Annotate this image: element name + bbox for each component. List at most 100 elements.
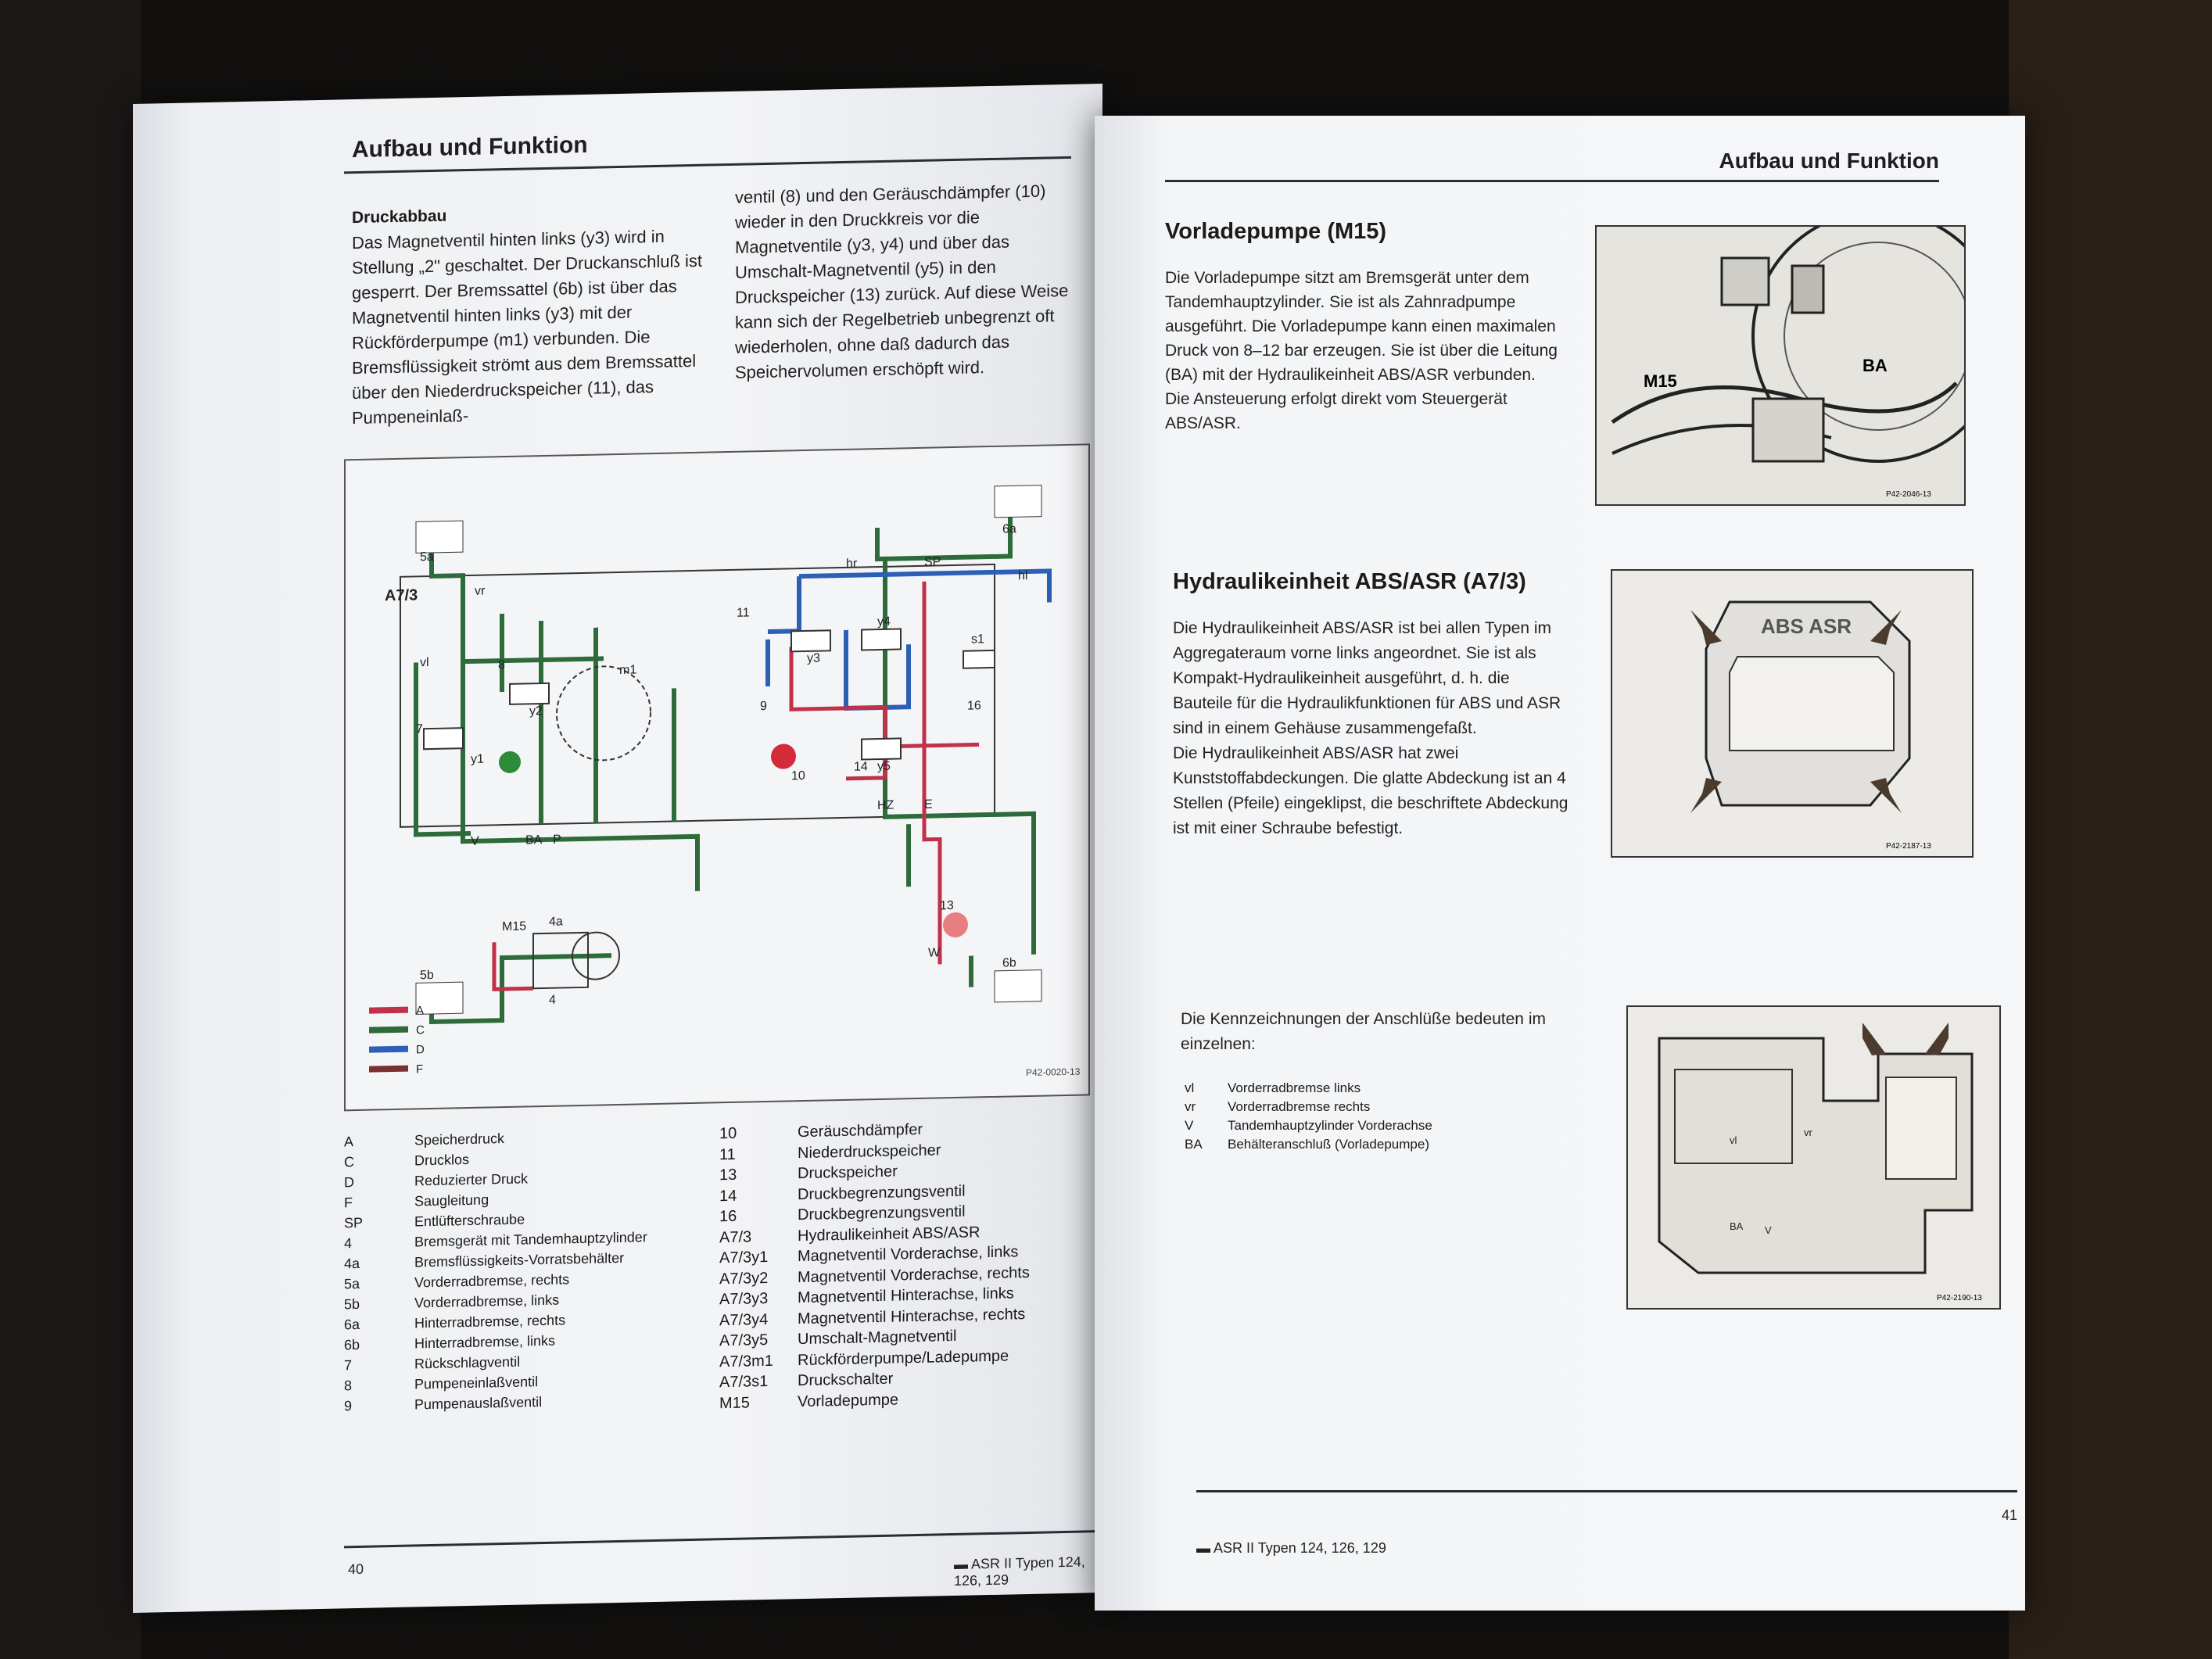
svg-text:P42-2190-13: P42-2190-13 — [1937, 1294, 1982, 1302]
svg-text:y5: y5 — [877, 760, 891, 773]
damper-10-left — [499, 751, 521, 773]
svg-text:V: V — [1765, 1224, 1772, 1236]
photo-vorladepumpe: M15 BA P42-2046-13 — [1595, 225, 1966, 506]
hydraulic-diagram: 5a 6a A7/3 vr hr SP hl vl y1 y2 y3 y4 y5… — [344, 443, 1090, 1112]
left-col1-text: Das Magnetventil hinten links (y3) wird … — [352, 226, 703, 428]
svg-text:4: 4 — [549, 994, 556, 1007]
svg-text:F: F — [416, 1062, 423, 1076]
footer-left: ▬ ASR II Typen 124, 126, 129 — [954, 1553, 1085, 1589]
photo-hydraulikeinheit: ABS ASR P42-2187-13 — [1611, 569, 1974, 858]
svg-text:BA: BA — [1862, 356, 1888, 375]
svg-text:16: 16 — [967, 699, 981, 712]
caliper-5b — [415, 981, 464, 1015]
page-number-left: 40 — [348, 1560, 364, 1578]
svg-text:7: 7 — [416, 722, 423, 736]
caliper-6a — [994, 485, 1042, 518]
sec2-text2: Die Hydraulikeinheit ABS/ASR hat zwei Ku… — [1173, 744, 1568, 837]
svg-text:14: 14 — [854, 760, 868, 773]
right-page-header: Aufbau und Funktion — [1719, 149, 1940, 173]
sec3-text: Die Kennzeichnungen der Anschlüße bedeut… — [1181, 1010, 1546, 1053]
diagram-ref-code: P42-0020-13 — [1026, 1066, 1081, 1078]
svg-text:P: P — [553, 833, 561, 847]
svg-text:A: A — [416, 1004, 424, 1017]
arrow-icons — [1862, 1023, 1948, 1055]
svg-text:hl: hl — [1018, 569, 1027, 582]
caliper-5a — [415, 520, 464, 554]
left-col2: ventil (8) und den Geräuschdämpfer (10) … — [735, 178, 1079, 385]
sec2-title: Hydraulikeinheit ABS/ASR (A7/3) — [1173, 569, 1526, 594]
svg-text:y4: y4 — [877, 615, 891, 629]
svg-text:C: C — [416, 1023, 425, 1037]
svg-text:E: E — [924, 798, 933, 812]
svg-text:W: W — [928, 946, 941, 959]
photo-anschluesse: vl vr BA V P42-2190-13 — [1626, 1005, 2001, 1310]
left-col1: Druckabbau Das Magnetventil hinten links… — [352, 201, 719, 431]
car-icon: ▬ — [1196, 1540, 1210, 1556]
right-page: Aufbau und Funktion Vorladepumpe (M15) D… — [1095, 116, 2025, 1611]
footer-right: ▬ ASR II Typen 124, 126, 129 — [1196, 1540, 1386, 1556]
svg-text:9: 9 — [760, 700, 767, 713]
svg-text:D: D — [416, 1043, 425, 1056]
arrow-icons — [1690, 610, 1902, 813]
caliper-6b — [994, 969, 1042, 1003]
valves — [423, 628, 995, 761]
page-number-right: 41 — [2002, 1507, 2018, 1523]
svg-text:6a: 6a — [1002, 522, 1016, 536]
svg-text:6b: 6b — [1002, 956, 1016, 969]
svg-text:m1: m1 — [619, 663, 636, 676]
svg-text:y2: y2 — [529, 704, 543, 718]
svg-text:M15: M15 — [502, 919, 526, 933]
header-rule — [1165, 180, 1939, 182]
svg-text:vr: vr — [475, 585, 486, 598]
footer-rule — [344, 1530, 1102, 1549]
damper-10-right — [771, 744, 796, 769]
svg-text:A7/3: A7/3 — [385, 586, 418, 604]
svg-text:hr: hr — [846, 557, 858, 571]
svg-text:y1: y1 — [471, 753, 484, 766]
footer-rule — [1196, 1490, 2017, 1492]
lines-red — [492, 581, 979, 991]
svg-text:5b: 5b — [420, 969, 434, 982]
svg-text:P42-2046-13: P42-2046-13 — [1886, 490, 1931, 499]
svg-text:10: 10 — [791, 769, 805, 783]
svg-text:M15: M15 — [1644, 371, 1677, 391]
sec1-title: Vorladepumpe (M15) — [1165, 219, 1387, 244]
svg-text:P42-2187-13: P42-2187-13 — [1886, 842, 1931, 851]
svg-text:vl: vl — [1730, 1134, 1737, 1146]
sec2-text: Die Hydraulikeinheit ABS/ASR ist bei all… — [1173, 616, 1572, 841]
svg-text:HZ: HZ — [877, 799, 894, 812]
svg-text:s1: s1 — [971, 632, 984, 646]
line-legend: A C D F — [369, 1004, 425, 1076]
photo3-svg: vl vr BA V P42-2190-13 — [1628, 1007, 1999, 1308]
hydraulic-diagram-svg: 5a 6a A7/3 vr hr SP hl vl y1 y2 y3 y4 y5… — [369, 485, 1081, 1078]
svg-text:11: 11 — [737, 606, 750, 619]
car-icon: ▬ — [954, 1556, 968, 1572]
a73-outline — [400, 563, 995, 828]
svg-text:vl: vl — [420, 656, 429, 669]
left-col2-text: ventil (8) und den Geräuschdämpfer (10) … — [735, 181, 1069, 382]
photo2-svg: ABS ASR P42-2187-13 — [1612, 571, 1972, 856]
svg-text:4a: 4a — [549, 915, 563, 928]
svg-text:BA: BA — [525, 833, 543, 847]
photo1-svg: M15 BA P42-2046-13 — [1597, 227, 1964, 504]
svg-text:BA: BA — [1730, 1220, 1744, 1232]
background-right — [2009, 0, 2212, 1659]
pump-m1 — [556, 665, 651, 761]
diagram-labels: 5a 6a A7/3 vr hr SP hl vl y1 y2 y3 y4 y5… — [385, 522, 1027, 1007]
svg-text:ABS ASR: ABS ASR — [1761, 615, 1852, 638]
sec2-text1: Die Hydraulikeinheit ABS/ASR ist bei all… — [1173, 619, 1561, 737]
left-page: Aufbau und Funktion Druckabbau Das Magne… — [133, 84, 1102, 1613]
svg-text:y3: y3 — [807, 652, 820, 665]
background-left — [0, 0, 141, 1659]
accumulator-13 — [943, 912, 968, 937]
svg-text:vr: vr — [1804, 1127, 1813, 1138]
sec1-text: Die Vorladepumpe sitzt am Bremsgerät unt… — [1165, 269, 1558, 432]
svg-text:5a: 5a — [420, 550, 434, 564]
svg-text:13: 13 — [940, 899, 954, 912]
